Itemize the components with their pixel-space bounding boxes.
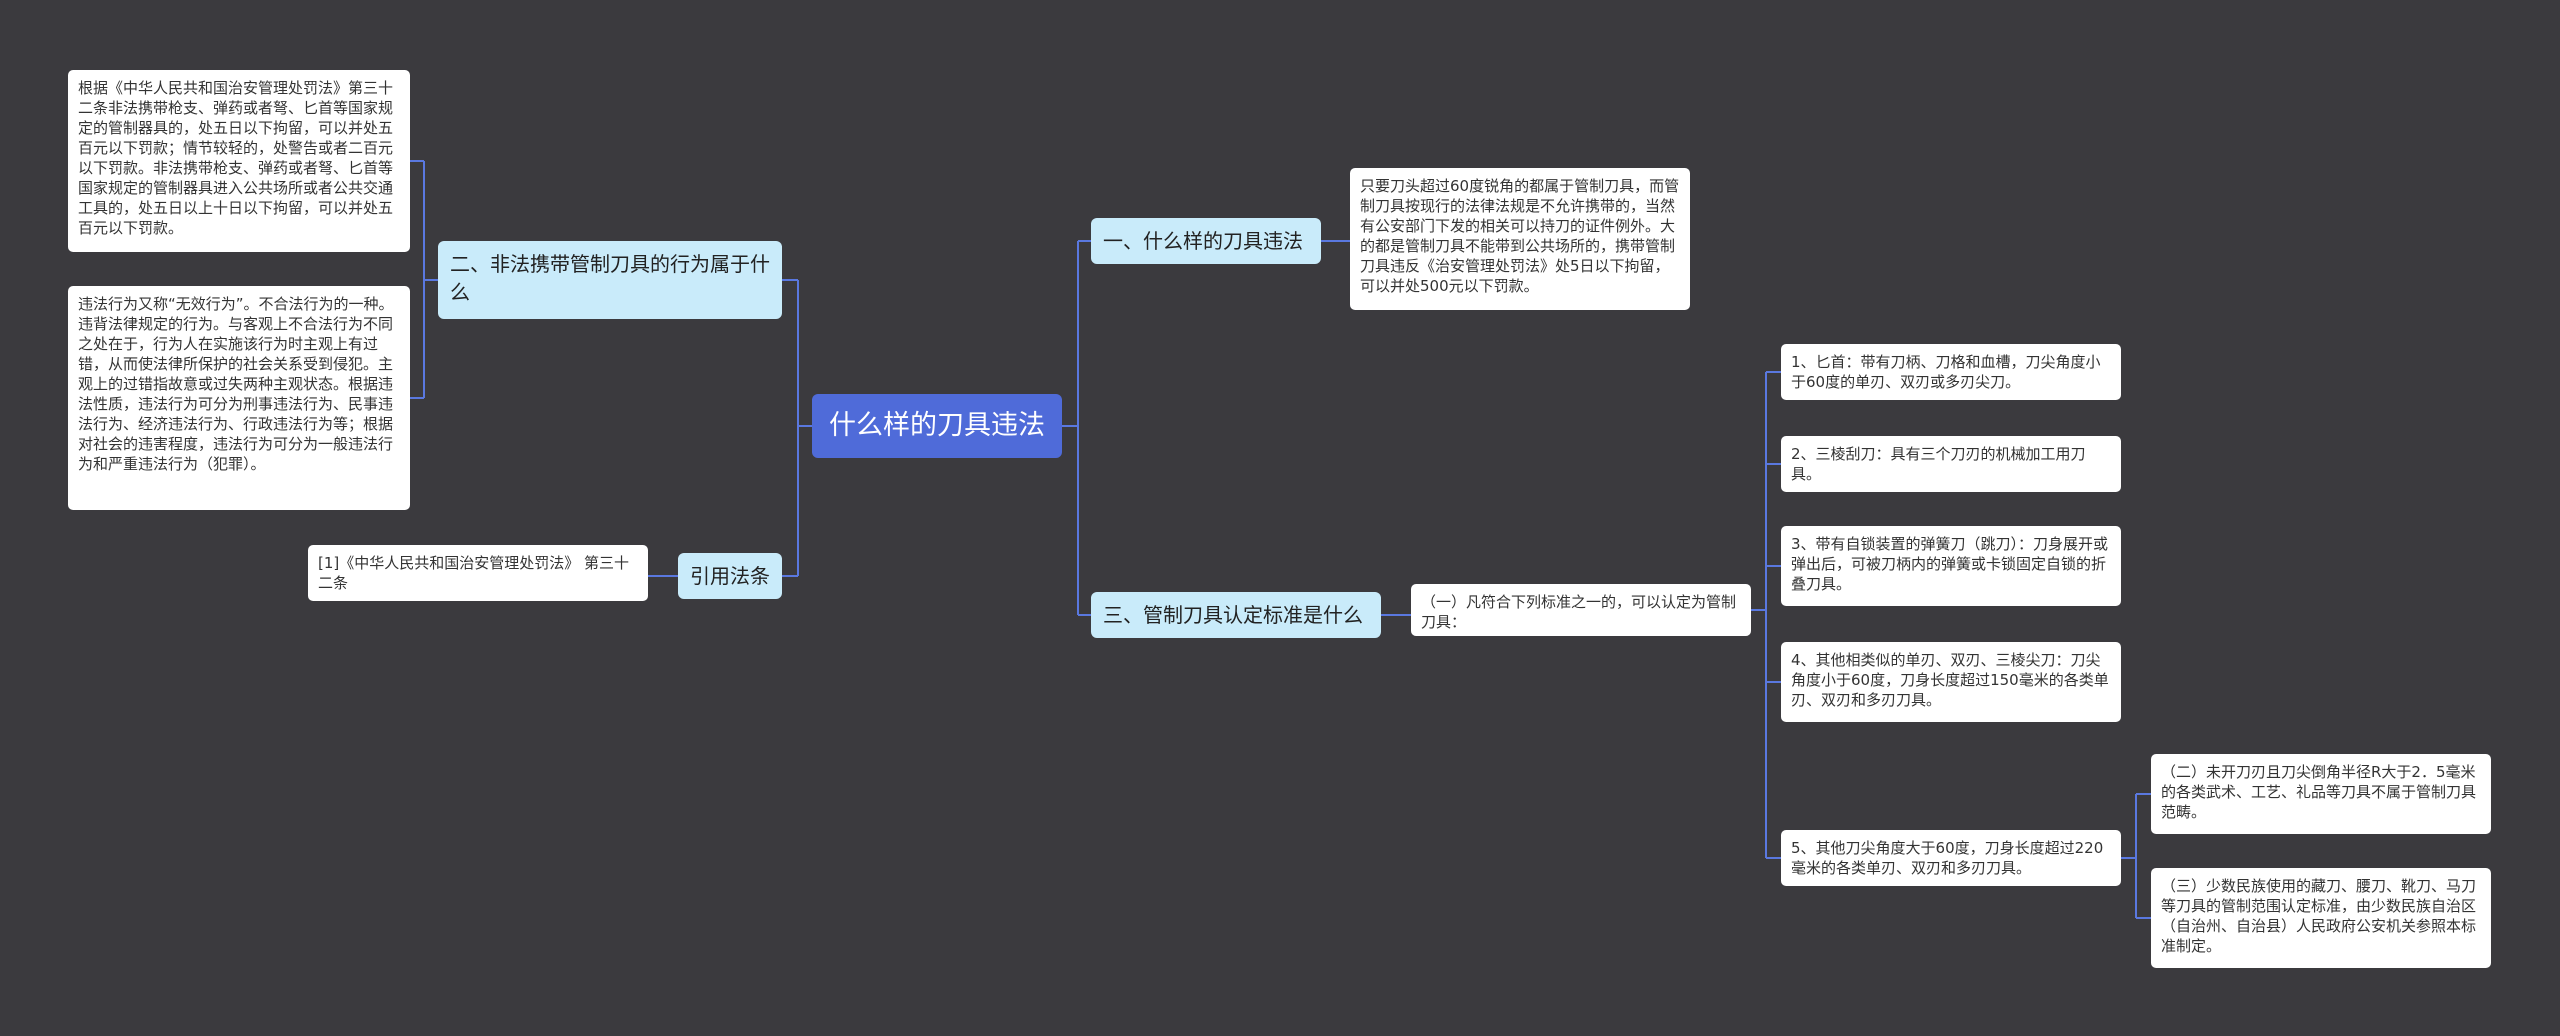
topic-what-knives-illegal[interactable]: 一、什么样的刀具违法: [1091, 218, 1321, 264]
leaf-standard-exception-3[interactable]: （三）少数民族使用的藏刀、腰刀、靴刀、马刀等刀具的管制范围认定标准，由少数民族自…: [2151, 868, 2491, 968]
leaf-standard-item-2[interactable]: 2、三棱刮刀：具有三个刀刃的机械加工用刀具。: [1781, 436, 2121, 492]
leaf-standard-item-4[interactable]: 4、其他相类似的单刃、双刃、三棱尖刀：刀尖角度小于60度，刀身长度超过150毫米…: [1781, 642, 2121, 722]
leaf-standard-item-1[interactable]: 1、匕首：带有刀柄、刀格和血槽，刀尖角度小于60度的单刃、双刃或多刃尖刀。: [1781, 344, 2121, 400]
topic-cited-law[interactable]: 引用法条: [678, 553, 782, 599]
leaf-illegal-act-definition[interactable]: 违法行为又称“无效行为”。不合法行为的一种。违背法律规定的行为。与客观上不合法行…: [68, 286, 410, 510]
link-topic2-leaves: [410, 160, 438, 399]
link-item5-subitems: [2121, 793, 2151, 919]
leaf-penalty-law[interactable]: 根据《中华人民共和国治安管理处罚法》第三十二条非法携带枪支、弹药或者弩、匕首等国…: [68, 70, 410, 252]
link-root-left: [782, 279, 812, 577]
leaf-standard-item-5[interactable]: 5、其他刀尖角度大于60度，刀身长度超过220毫米的各类单刃、双刃和多刃刀具。: [1781, 830, 2121, 886]
root-topic[interactable]: 什么样的刀具违法: [812, 394, 1062, 458]
link-root-right: [1062, 240, 1091, 616]
topic-identification-standard[interactable]: 三、管制刀具认定标准是什么: [1091, 592, 1381, 638]
topic-illegal-carry-behavior[interactable]: 二、非法携带管制刀具的行为属于什么: [438, 241, 782, 319]
leaf-standard-exception-2[interactable]: （二）未开刀刃且刀尖倒角半径R大于2．5毫米的各类武术、工艺、礼品等刀具不属于管…: [2151, 754, 2491, 834]
leaf-standard-item-3[interactable]: 3、带有自锁装置的弹簧刀（跳刀）：刀身展开或弹出后，可被刀柄内的弹簧或卡锁固定自…: [1781, 526, 2121, 606]
link-sub-items: [1751, 371, 1781, 859]
leaf-law-reference[interactable]: [1]《中华人民共和国治安管理处罚法》 第三十二条: [308, 545, 648, 601]
leaf-standard-intro[interactable]: （一）凡符合下列标准之一的，可以认定为管制刀具：: [1411, 584, 1751, 636]
leaf-knife-definition[interactable]: 只要刀头超过60度锐角的都属于管制刀具，而管制刀具按现行的法律法规是不允许携带的…: [1350, 168, 1690, 310]
